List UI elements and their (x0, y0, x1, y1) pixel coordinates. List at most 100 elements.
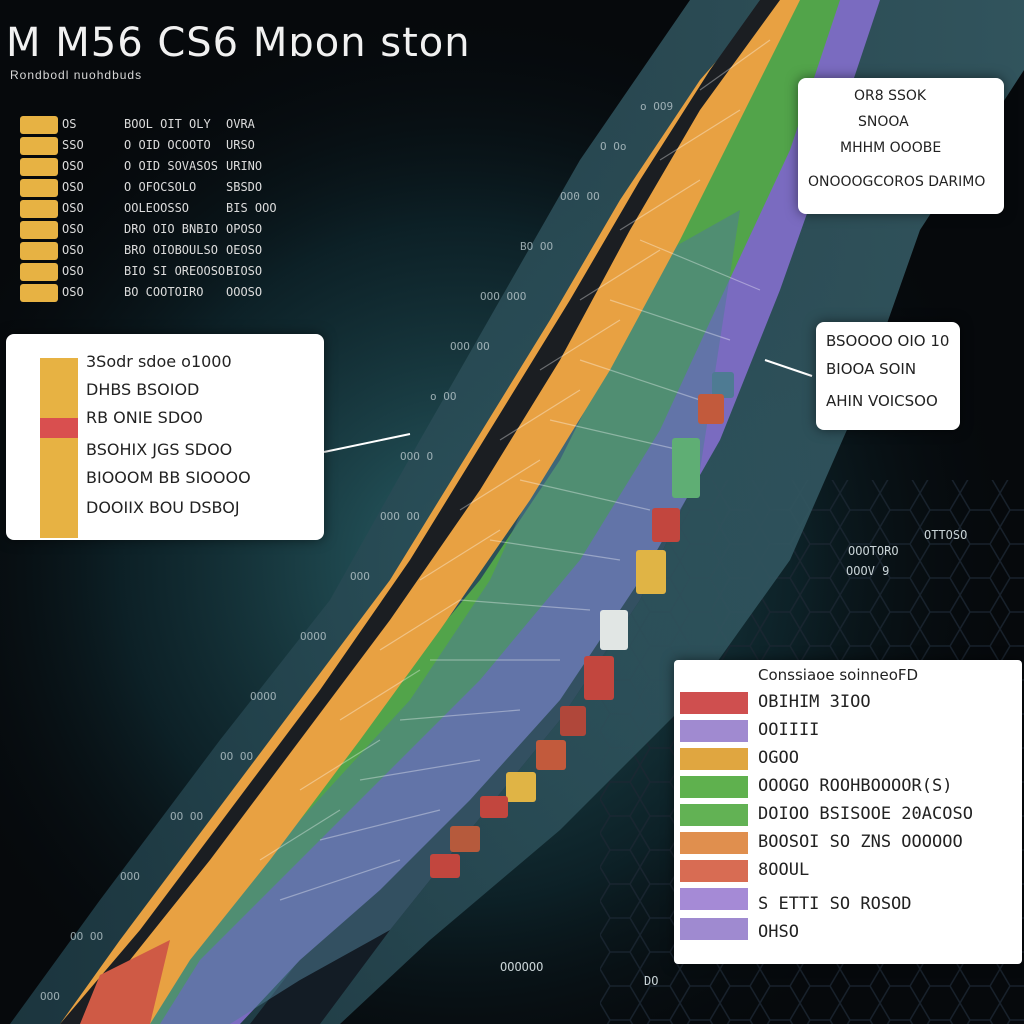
callout-line: BSOHIX JGS SDOO (86, 440, 233, 459)
key-table-cell: SSO (62, 138, 84, 152)
key-swatch (20, 263, 58, 281)
callout-line: DOOIIX BOU DSBOJ (86, 498, 240, 517)
svg-text:OOO OOO: OOO OOO (480, 290, 526, 303)
key-table-row: OSO O OFOCSOLO SBSDO (20, 179, 290, 199)
key-swatch (20, 284, 58, 302)
callout-mid-right: BSOOOO OIO 10 BIOOA SOIN AHIN VOICSOO (816, 322, 960, 430)
svg-text:OOOO: OOOO (250, 690, 277, 703)
legend-label: OOIIII (758, 720, 820, 740)
key-swatch (20, 221, 58, 239)
svg-text:OOO: OOO (40, 990, 60, 1003)
key-table-cell: OSO (62, 180, 84, 194)
legend-panel: Conssiaoe soinneoFD OBIHIM 3IOO OOIIII O… (674, 660, 1022, 964)
key-swatch (20, 200, 58, 218)
key-table-cell: DRO OIO BNBIO (124, 222, 218, 236)
callout-line: BSOOOO OIO 10 (826, 332, 950, 350)
key-table-cell: OSO (62, 159, 84, 173)
svg-text:OOO O: OOO O (400, 450, 433, 463)
annotation-text: OOOTORO (848, 544, 899, 558)
key-table-row: OSO BRO OIOBOULSO OEOSO (20, 242, 290, 262)
key-table-cell: OPOSO (226, 222, 263, 236)
annotation-text: OOOV 9 (846, 564, 890, 578)
legend-swatch (680, 832, 748, 854)
legend-label: OOOGO ROOHBOOOOR(S) (758, 776, 953, 796)
legend-label: 8OOUL (758, 860, 810, 880)
legend-swatch (680, 860, 748, 882)
key-table-cell: O OFOCSOLO (124, 180, 197, 194)
key-table-cell: O OID OCOOTO (124, 138, 211, 152)
callout-line: AHIN VOICSOO (826, 392, 938, 410)
legend-swatch (680, 692, 748, 714)
key-table-cell: OSO (62, 264, 84, 278)
key-table-cell: BIO SI OREOOSO (124, 264, 226, 278)
legend-swatch (680, 918, 748, 940)
callout-line: ONOOOGCOROS DARIMO (808, 174, 986, 190)
callout-line: RB ONIE SDO0 (86, 408, 203, 427)
legend-label: DOIOO BSISOOE 20ACOSO (758, 804, 973, 824)
fiber-chips (430, 308, 756, 878)
callout-line: SNOOA (858, 114, 909, 130)
callout-line: BIOOOM BB SIOOOO (86, 468, 251, 487)
svg-text:OOO: OOO (350, 570, 370, 583)
key-table-row: SSO O OID OCOOTO URSO (20, 137, 290, 157)
key-table-cell: BIS OOO (226, 201, 277, 215)
callout-line: 3Sodr sdoe o1000 (86, 352, 232, 371)
key-table-cell: OEOSO (226, 243, 263, 257)
key-table-cell: URINO (226, 159, 263, 173)
key-table-cell: BO COOTOIRO (124, 285, 204, 299)
svg-text:OOO OO: OOO OO (380, 510, 420, 523)
svg-text:OO OO: OO OO (70, 930, 103, 943)
page-subtitle: Rondbodl nuohdbuds (10, 68, 143, 82)
callout-line: OR8 SSOK (854, 88, 927, 104)
annotation-text: DO (644, 974, 659, 988)
key-table-cell: OOOSO (226, 285, 263, 299)
annotation-text: OTTOSO (924, 528, 968, 542)
legend-swatch (680, 748, 748, 770)
legend-heading: Conssiaoe soinneoFD (758, 666, 919, 684)
key-table-cell: SBSDO (226, 180, 263, 194)
svg-text:OOO: OOO (120, 870, 140, 883)
callout-left: 3Sodr sdoe o1000 DHBS BSOIOD RB ONIE SDO… (6, 334, 324, 540)
callout-line: BIOOA SOIN (826, 360, 917, 378)
legend-label: OHSO (758, 922, 799, 942)
key-table-row: OS BOOL OIT OLY OVRA (20, 116, 290, 136)
svg-text:OO0 OO: OO0 OO (560, 190, 600, 203)
callout-line: MHHM OOOBE (840, 140, 942, 156)
key-table-cell: BRO OIOBOULSO (124, 243, 218, 257)
key-swatch (20, 179, 58, 197)
key-table-cell: OSO (62, 243, 84, 257)
key-table-cell: OSO (62, 201, 84, 215)
svg-text:OO OO: OO OO (170, 810, 203, 823)
legend-swatch (680, 804, 748, 826)
key-table-cell: OVRA (226, 117, 255, 131)
key-swatch (20, 242, 58, 260)
swatch-column (40, 358, 78, 538)
page-title: M M56 CS6 Mɒon ston (6, 20, 471, 66)
svg-text:OOO OO: OOO OO (450, 340, 490, 353)
key-table-cell: OSO (62, 222, 84, 236)
svg-text:o OO9: o OO9 (640, 100, 673, 113)
key-table-row: OSO DRO OIO BNBIO OPOSO (20, 221, 290, 241)
legend-label: OGOO (758, 748, 799, 768)
legend-label: S ETTI SO ROSOD (758, 894, 912, 914)
key-table-cell: O OID SOVASOS (124, 159, 218, 173)
key-table-row: OSO O OID SOVASOS URINO (20, 158, 290, 178)
key-table-cell: BOOL OIT OLY (124, 117, 211, 131)
key-table-cell: OSO (62, 285, 84, 299)
key-table-row: OSO BO COOTOIRO OOOSO (20, 284, 290, 304)
key-swatch (20, 116, 58, 134)
callout-top-right: OR8 SSOK SNOOA MHHM OOOBE ONOOOGCOROS DA… (798, 78, 1004, 214)
legend-swatch (680, 720, 748, 742)
svg-text:OOOO: OOOO (300, 630, 327, 643)
legend-swatch (680, 776, 748, 798)
key-table-cell: OS (62, 117, 77, 131)
key-table-cell: URSO (226, 138, 255, 152)
legend-label: OBIHIM 3IOO (758, 692, 871, 712)
legend-swatch (680, 888, 748, 910)
annotation-text: OOOOOO (500, 960, 544, 974)
callout-line: DHBS BSOIOD (86, 380, 200, 399)
svg-text:BO OO: BO OO (520, 240, 553, 253)
key-swatch (20, 158, 58, 176)
